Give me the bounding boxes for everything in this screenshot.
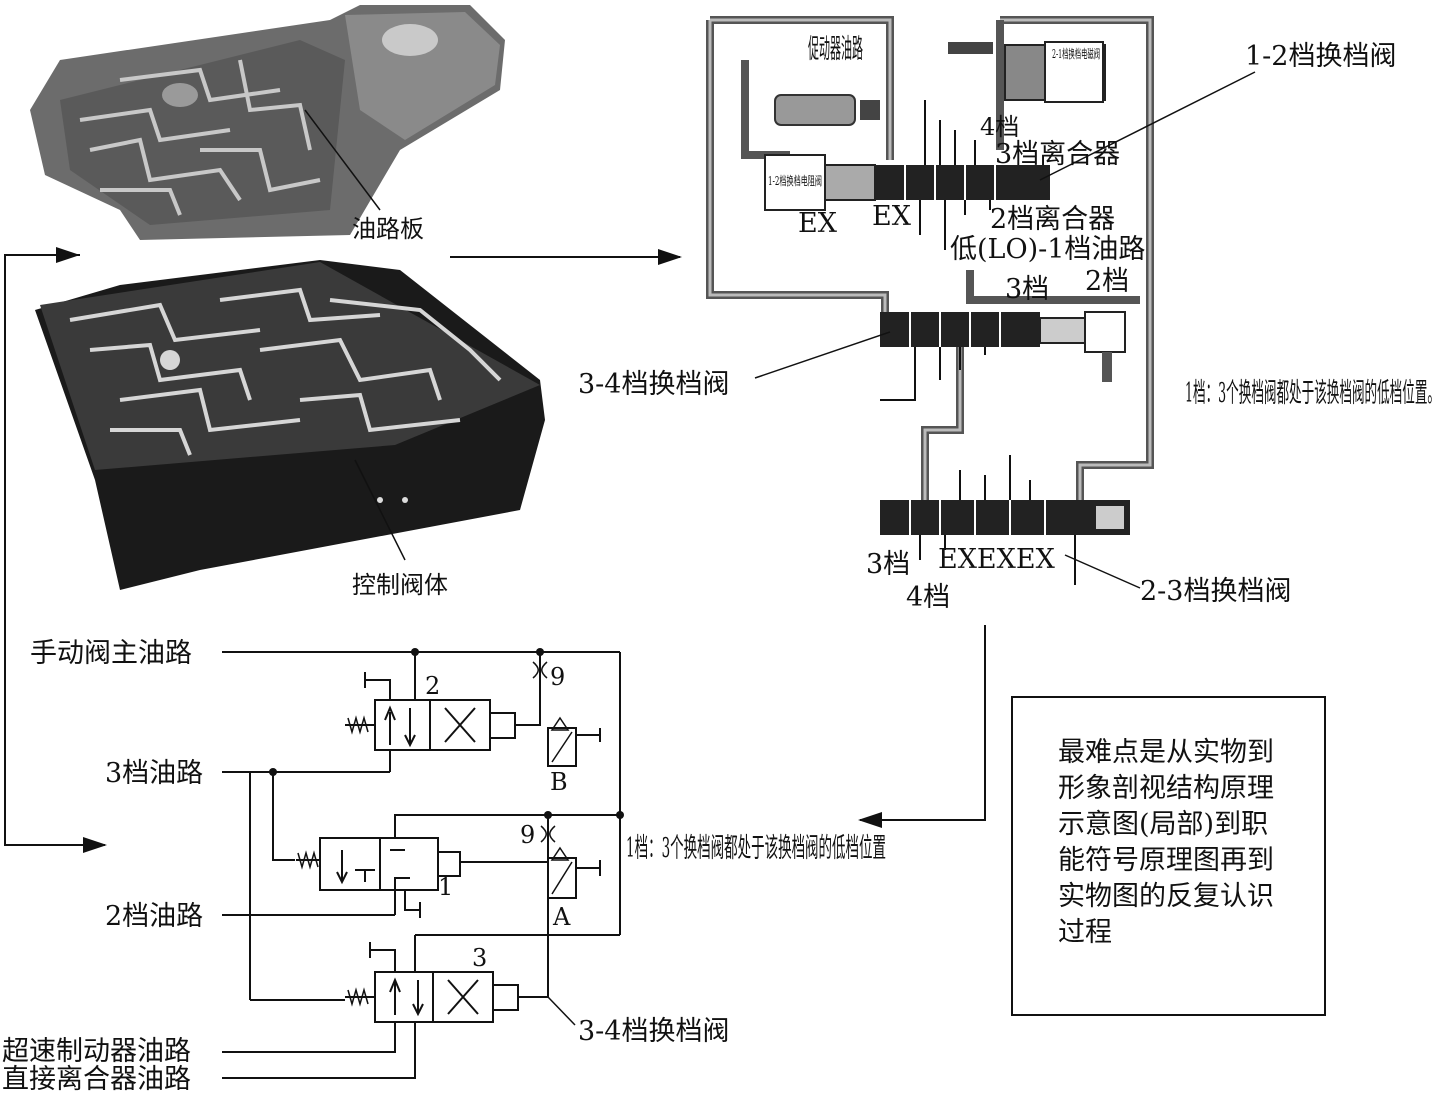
- orifice-9-top: 9: [550, 663, 565, 691]
- lo-oil-label: 低(LO)-1档油路: [950, 234, 1145, 265]
- valve-12-leader: [1039, 71, 1256, 181]
- clutch3-label: 3档离合器: [995, 139, 1120, 170]
- control-valve-body-label: 控制阀体: [352, 571, 448, 599]
- gear4-label-bottom: 4档: [906, 582, 950, 613]
- valve-num-1: 1: [438, 873, 453, 901]
- oil-plate-label: 油路板: [352, 215, 424, 243]
- note-mid-text: 1档：3个换档阀都处于该换档阀的低档位置: [626, 833, 886, 864]
- note-mid: 1档：3个换档阀都处于该换档阀的低档位置: [626, 833, 886, 864]
- ex-group-label: EXEXEX: [938, 544, 1056, 575]
- servo-oil-label: 促动器油路: [808, 34, 863, 65]
- clutch2-label: 2档离合器: [990, 204, 1115, 235]
- direct-clutch-label: 直接离合器油路: [2, 1064, 191, 1095]
- gear3-oil-label: 3档油路: [105, 758, 203, 789]
- servo-oil-line: 促动器油路: [808, 34, 863, 65]
- solenoid-A-label: A: [552, 903, 571, 931]
- gear2-label-top: 2档: [1085, 266, 1129, 297]
- valve-12-label: 1-2档换档阀: [1245, 41, 1396, 72]
- gear4-label: 4档: [980, 113, 1019, 141]
- valve-23-label: 2-3档换档阀: [1140, 576, 1291, 607]
- valve-34-label: 3-4档换档阀: [578, 369, 729, 400]
- valve-23-leader: [1064, 554, 1141, 589]
- note-right-text: 1档：3个换档阀都处于该换档阀的低档位置。: [1185, 378, 1440, 409]
- symbol-diagram: [222, 648, 624, 1079]
- summary-text: 最难点是从实物到形象剖视结构原理示意图(局部)到职能符号原理图再到实物图的反复认…: [1058, 737, 1274, 948]
- gear3-label-top: 3档: [1005, 274, 1049, 305]
- solenoid-21-label: 2-1档换档电磁阀: [1052, 46, 1100, 61]
- arrow-to-symbol-note: [858, 625, 986, 828]
- oil-plate-image: [30, 5, 505, 240]
- gear2-oil-label: 2档油路: [105, 901, 203, 932]
- valve-34-leader: [754, 331, 891, 379]
- summary-box: [1011, 696, 1326, 1016]
- control-valve-body-image: [35, 260, 545, 590]
- overdrive-brake-label: 超速制动器油路: [2, 1036, 191, 1067]
- valve-34-sym-label: 3-4档换档阀: [578, 1016, 729, 1047]
- orifice-9-mid: 9: [520, 821, 535, 849]
- manual-main-label: 手动阀主油路: [30, 638, 192, 669]
- ex-label-1: EX: [798, 208, 838, 239]
- ex-label-2: EX: [872, 201, 912, 232]
- note-right: 1档：3个换档阀都处于该换档阀的低档位置。: [1185, 378, 1440, 409]
- valve-num-2: 2: [425, 672, 440, 700]
- gear3-label-bottom: 3档: [866, 549, 910, 580]
- solenoid-12-label: 1-2档换档电阻阀: [768, 174, 822, 188]
- valve-num-3: 3: [472, 944, 487, 972]
- solenoid-B-label: B: [550, 768, 568, 796]
- sectional-schematic: 2-1档换档电磁阀 1-2档换档电阻阀: [706, 16, 1154, 585]
